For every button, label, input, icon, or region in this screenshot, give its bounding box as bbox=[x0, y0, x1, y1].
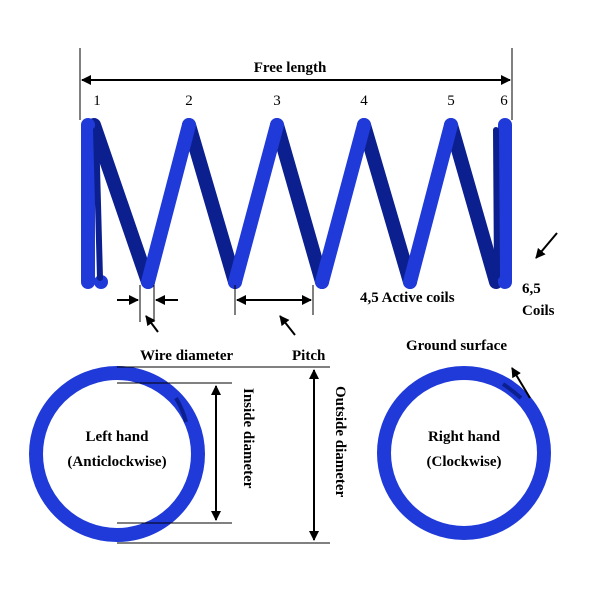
spring-side-view bbox=[81, 118, 512, 289]
total-coils-unit: Coils bbox=[522, 303, 555, 319]
spring-back-coils bbox=[87, 118, 503, 289]
left-hand-ring: Left hand (Anticlockwise) bbox=[29, 366, 205, 542]
left-hand-title: Left hand bbox=[86, 429, 150, 445]
spring-left-end-dark bbox=[93, 127, 103, 281]
left-hand-subtitle: (Anticlockwise) bbox=[67, 454, 166, 470]
total-coils-value: 6,5 bbox=[522, 281, 541, 297]
total-coils-pointer bbox=[535, 232, 558, 259]
left-hand-coil-ring bbox=[29, 366, 205, 542]
left-hand-ground-mark bbox=[174, 396, 188, 423]
right-hand-coil-ring bbox=[377, 366, 551, 540]
pitch-label: Pitch bbox=[292, 348, 326, 364]
coil-numbers: 1 2 3 4 5 6 bbox=[93, 93, 508, 109]
spring-front-coils bbox=[94, 118, 458, 289]
right-hand-subtitle: (Clockwise) bbox=[427, 454, 502, 470]
active-coils-label: 4,5 Active coils bbox=[360, 290, 455, 306]
wire-diameter-dimension: Wire diameter bbox=[117, 285, 234, 364]
coil-number-1: 1 bbox=[93, 93, 101, 109]
coil-number-2: 2 bbox=[185, 93, 193, 109]
total-coils: 6,5 Coils bbox=[522, 232, 558, 319]
inside-diameter-dimension: Inside diameter bbox=[117, 382, 256, 524]
spring-right-end-dark bbox=[493, 127, 500, 279]
free-length-label: Free length bbox=[254, 60, 327, 76]
outside-diameter-dimension: Outside diameter bbox=[117, 366, 348, 544]
right-hand-ground-mark bbox=[501, 382, 523, 400]
coil-number-6: 6 bbox=[500, 93, 508, 109]
wire-diameter-pointer bbox=[145, 315, 159, 333]
coil-number-3: 3 bbox=[273, 93, 281, 109]
coil-number-5: 5 bbox=[447, 93, 455, 109]
outside-diameter-label: Outside diameter bbox=[332, 386, 348, 498]
right-hand-ring: Ground surface Right hand (Clockwise) bbox=[377, 338, 551, 540]
free-length-dimension: Free length bbox=[79, 48, 513, 120]
pitch-pointer bbox=[279, 315, 296, 336]
wire-diameter-label: Wire diameter bbox=[140, 348, 234, 364]
right-hand-title: Right hand bbox=[428, 429, 501, 445]
inside-diameter-label: Inside diameter bbox=[240, 388, 256, 489]
pitch-dimension: Pitch bbox=[234, 285, 326, 364]
coil-number-4: 4 bbox=[360, 93, 368, 109]
ground-surface-label: Ground surface bbox=[406, 338, 507, 354]
ground-surface-pointer bbox=[511, 367, 531, 399]
